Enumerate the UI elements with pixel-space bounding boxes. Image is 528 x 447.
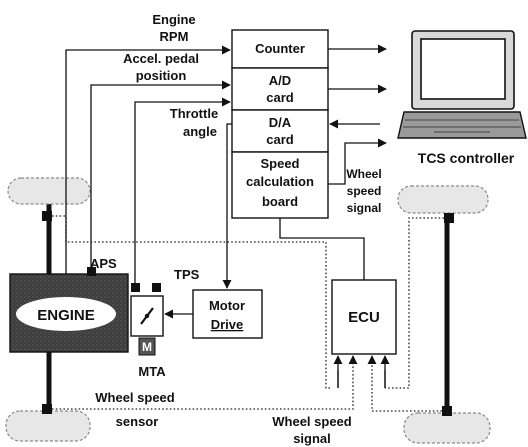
wheel-speed-sensor [442,406,452,416]
engine-rpm-label-1: Engine [152,12,195,27]
wheel-speed-signal-label-3: signal [347,201,382,215]
motor-drive-label-2: Drive [211,317,244,332]
speed-board-label-1: Speed [260,156,299,171]
speed-board-label-3: board [262,194,298,209]
accel-pedal-line [90,80,231,267]
wheel-speed-sensor [42,404,52,414]
ad-card-label-1: A/D [269,73,291,88]
da-card-label-1: D/A [269,115,292,130]
wheel-speed-sensor-label-2: sensor [116,414,159,429]
wheel-icon [397,185,489,214]
wheel-speed-line-rl [52,358,354,410]
speed-calculation-board-box [231,151,329,219]
da-to-motor-drive-line [222,123,232,289]
da-card-label-2: card [266,132,294,147]
wheel-speed-signal-label-1: Wheel [346,167,381,181]
engine-rpm-line [65,45,231,274]
mta-label: MTA [138,364,166,379]
wheel-speed-sensor [42,211,52,221]
throttle-angle-line [134,97,231,283]
ecu-label: ECU [348,309,380,326]
engine-label-bg [16,297,116,331]
wheel-speed-line-fl [52,215,332,389]
wheel-speed-signal-bottom-label-2: signal [293,431,331,446]
mta-motor-label: M [142,340,152,354]
wheel-speed-signal-bottom-label-1: Wheel speed [272,414,352,429]
throttle-angle-label-2: angle [183,124,217,139]
tps-label: TPS [174,267,200,282]
da-card-box [231,109,329,153]
aps-label: APS [90,256,117,271]
mta-motor-box [138,337,156,356]
engine-label: ENGINE [37,307,95,324]
tcs-controller-label: TCS controller [418,150,515,166]
ecu-box [331,279,397,355]
wheel-speed-line-fr [385,217,444,389]
speed-board-label-2: calculation [246,174,314,189]
throttle-angle-label-1: Throttle [170,106,218,121]
wheel-icon [403,412,491,444]
accel-pedal-label-1: Accel. pedal [123,51,199,66]
wheel-speed-line-rr [371,358,442,412]
throttle-valve-pivot [144,313,150,319]
wheel-icon [5,410,91,442]
counter-label: Counter [255,41,305,56]
aps-sensor [87,267,96,276]
accel-pedal-label-2: position [136,68,187,83]
wheel-speed-sensor [444,213,454,223]
wheel-speed-signal-label-2: speed [347,184,382,198]
wheel-icon [7,177,91,205]
engine-rpm-label-2: RPM [160,29,189,44]
ad-card-label-2: card [266,90,294,105]
wheel-speed-sensor-label-1: Wheel speed [95,390,175,405]
speed-board-to-ecu-line [279,218,365,280]
laptop-icon [397,30,527,139]
tps-sensor-2 [152,283,161,292]
motor-drive-label-1: Motor [209,298,245,313]
tps-sensor-1 [131,283,140,292]
speed-to-laptop-arrow [328,138,387,185]
